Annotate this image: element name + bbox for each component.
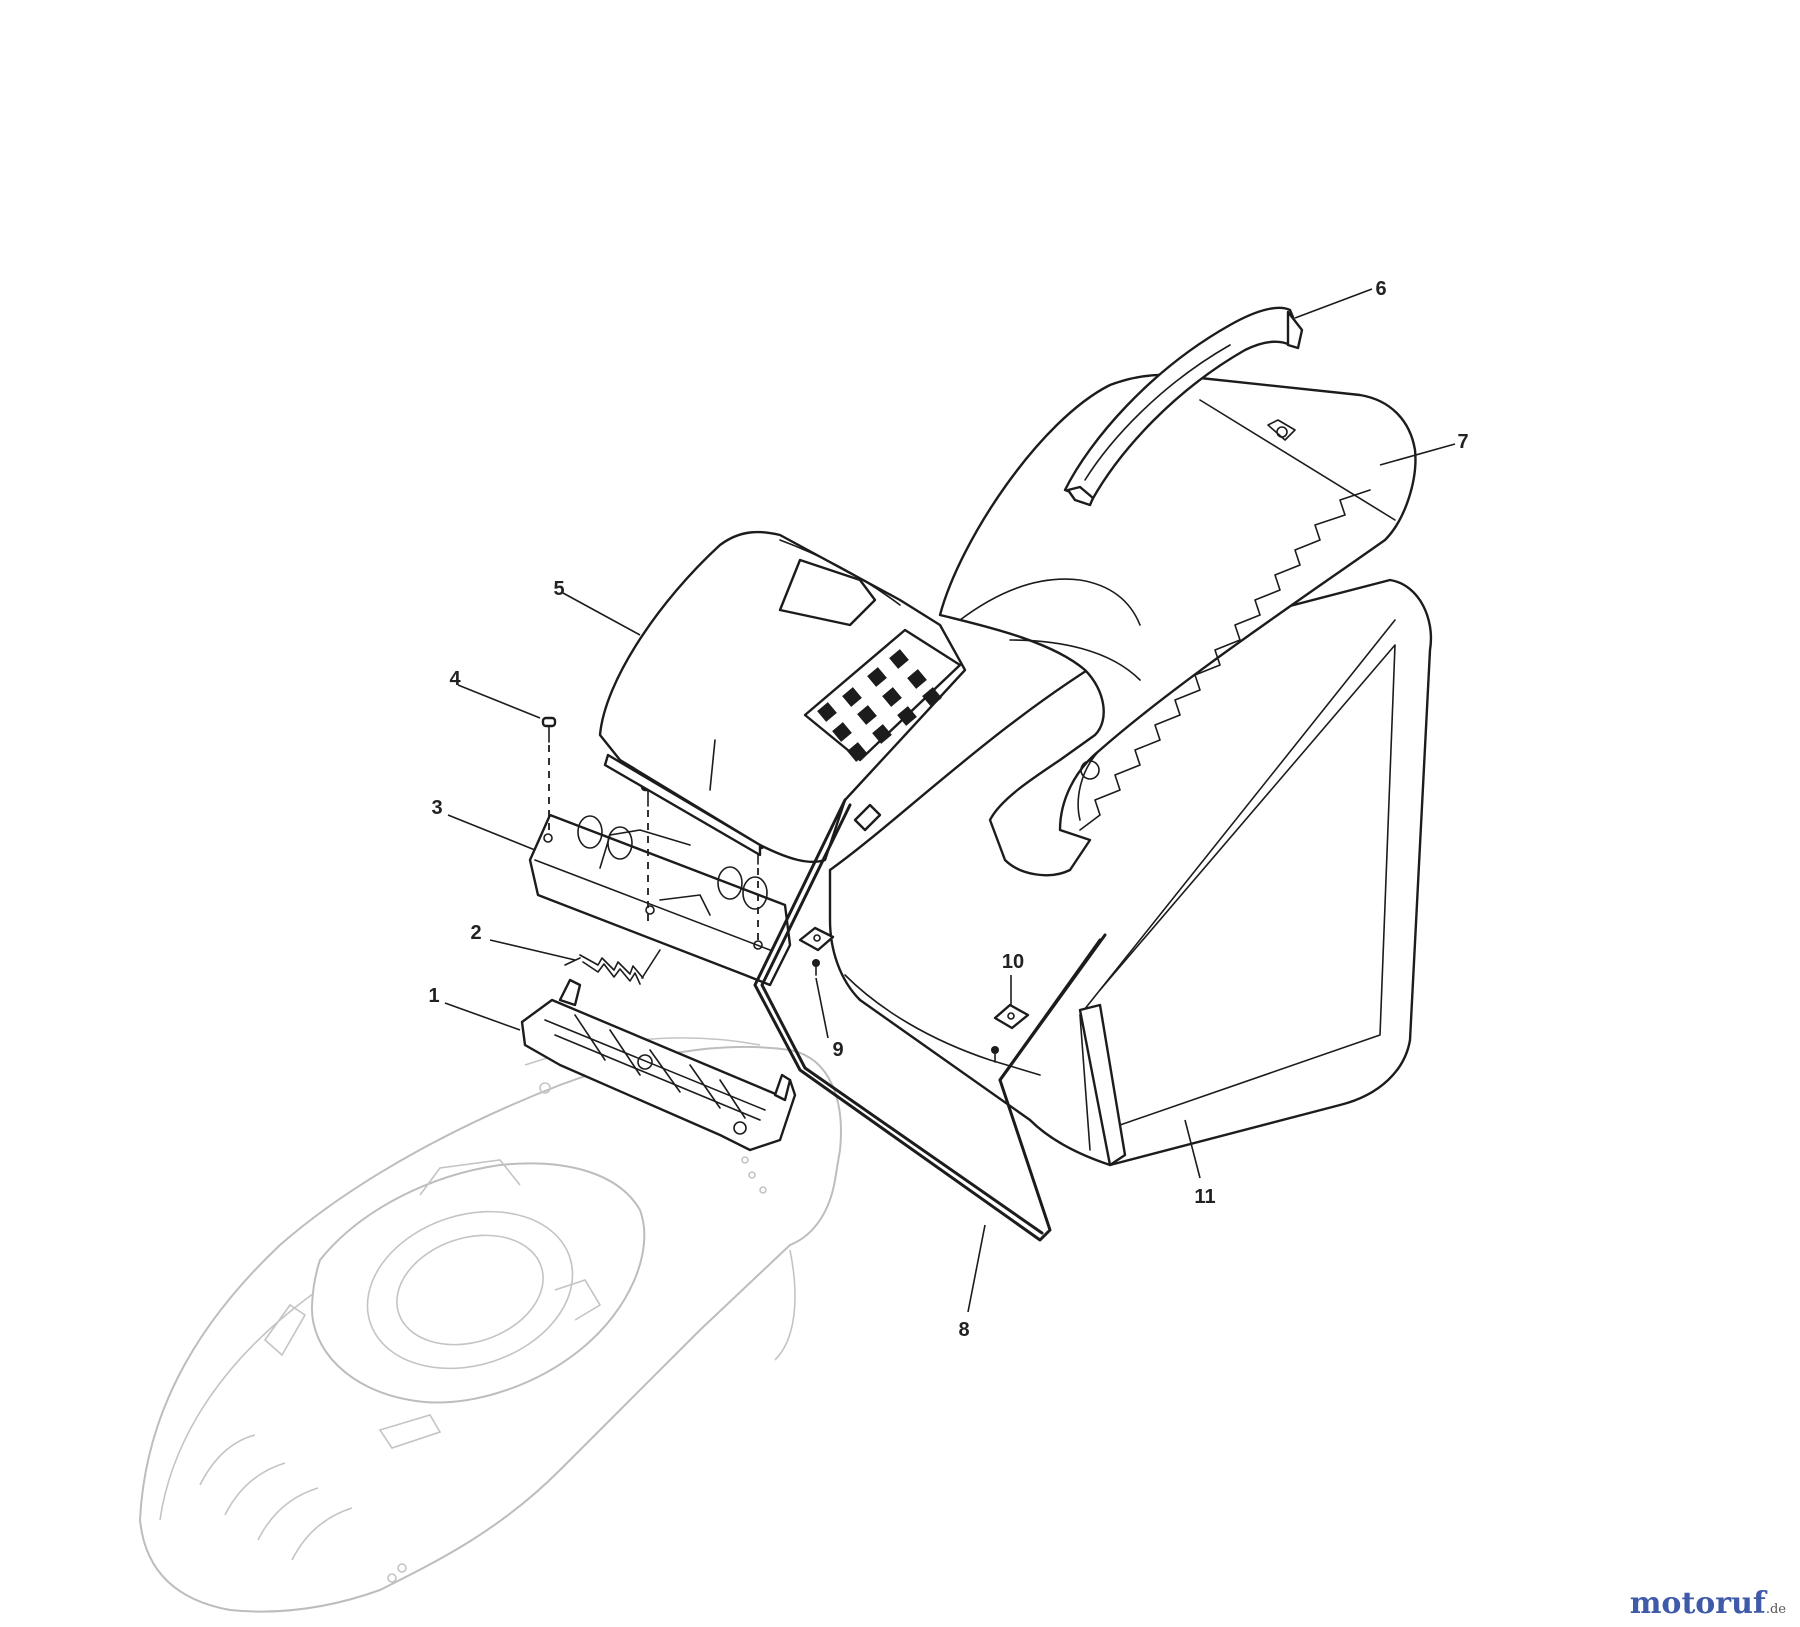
part-8-frame bbox=[753, 798, 1107, 1242]
callout-7: 7 bbox=[1457, 431, 1468, 453]
callout-8: 8 bbox=[958, 1319, 969, 1341]
part-7-bag-top bbox=[938, 373, 1417, 877]
cover-symbol-panel bbox=[817, 649, 942, 762]
callout-9: 9 bbox=[832, 1039, 843, 1061]
callout-6: 6 bbox=[1375, 278, 1386, 300]
part-2-spring bbox=[564, 949, 661, 985]
callout-5: 5 bbox=[553, 578, 564, 600]
part-5-cover bbox=[598, 530, 967, 864]
callout-2: 2 bbox=[470, 922, 481, 944]
watermark-brand: motoruf bbox=[1629, 1586, 1766, 1621]
part-3-rear-flap bbox=[528, 813, 792, 987]
callout-4: 4 bbox=[449, 668, 461, 690]
part-9-screw bbox=[812, 959, 999, 1063]
part-6-handle bbox=[1063, 306, 1304, 507]
part-10-clip bbox=[798, 926, 1030, 1030]
watermark-logo: motoruf.de bbox=[1630, 1586, 1786, 1621]
mower-deck bbox=[139, 1037, 842, 1613]
callout-10: 10 bbox=[1002, 951, 1024, 973]
watermark-tld: .de bbox=[1765, 1602, 1786, 1617]
part-11-grass-bag bbox=[828, 578, 1433, 1167]
callout-1: 1 bbox=[428, 985, 439, 1007]
callout-labels: 1 2 3 4 5 6 7 8 9 10 11 bbox=[428, 278, 1468, 1341]
leader-lines bbox=[444, 288, 1456, 1313]
callout-11: 11 bbox=[1194, 1186, 1215, 1208]
callout-3: 3 bbox=[431, 797, 442, 819]
part-1-hinge-plate bbox=[520, 978, 797, 1152]
